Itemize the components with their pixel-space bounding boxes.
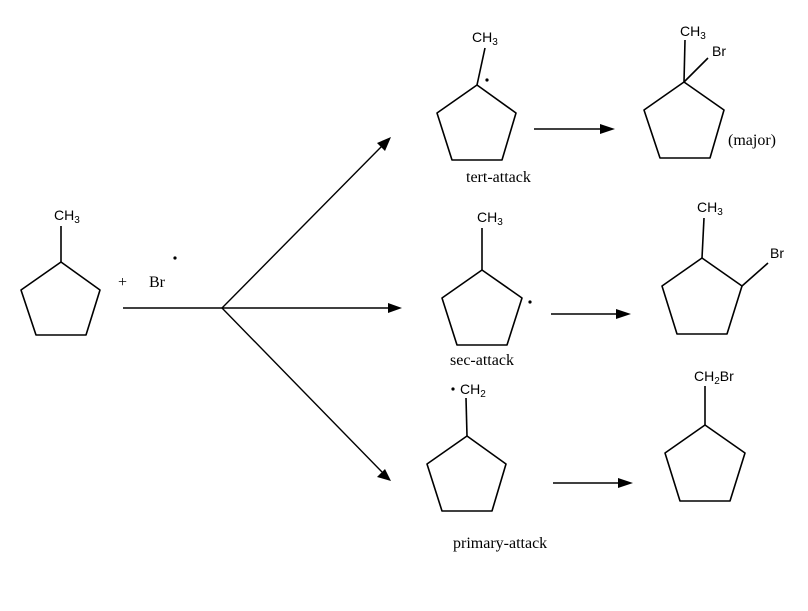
arrow-to-tert-line <box>221 145 383 309</box>
bromine-radical-label: Br <box>149 274 166 291</box>
primary-product: CH2Br <box>664 368 746 502</box>
tert-product-br-label: Br <box>712 43 726 59</box>
branching-arrows <box>123 137 402 481</box>
tert-product-methyl-bond <box>683 39 686 83</box>
tert-radical-methyl-label: CH3 <box>472 29 498 48</box>
primary-product-ch2br-label: CH2Br <box>694 368 734 387</box>
arrow-to-primary-line <box>221 307 383 473</box>
tert-radical-methyl-bond <box>476 47 486 86</box>
tert-radical-ring <box>436 84 517 161</box>
sec-radical-ring <box>441 269 523 346</box>
sec-attack-caption: sec-attack <box>450 352 514 369</box>
tert-product-methyl-label: CH3 <box>680 23 706 42</box>
primary-product-ring <box>664 424 746 502</box>
sec-product-methyl-label: CH3 <box>697 199 723 218</box>
primary-radical-ch2-bond <box>465 397 468 437</box>
tert-product: CH3 Br <box>643 23 726 159</box>
sec-product-arrow-head <box>616 309 631 319</box>
reactant-methylcyclopentane: CH3 <box>20 207 101 336</box>
sec-product-methyl-bond <box>701 217 705 259</box>
primary-attack-caption: primary-attack <box>453 535 547 552</box>
tert-product-arrow-head <box>600 124 615 134</box>
reactant-methyl-label: CH3 <box>54 207 80 226</box>
primary-product-arrow-head <box>618 478 633 488</box>
primary-radical-ring <box>426 435 507 512</box>
tert-product-br-bond <box>683 57 709 83</box>
arrow-to-sec-head <box>388 303 402 313</box>
major-product-note: (major) <box>728 132 776 149</box>
tert-radical: CH3 <box>436 29 517 161</box>
primary-radical-dot <box>451 387 455 391</box>
tert-attack-caption: tert-attack <box>466 169 531 186</box>
bromine-radical-dot <box>173 256 177 260</box>
arrow-to-primary-head <box>377 469 391 481</box>
sec-radical: CH3 <box>441 209 532 346</box>
tert-radical-dot <box>485 78 489 82</box>
primary-radical-ch2-label: CH2 <box>460 381 486 400</box>
arrow-to-tert-head <box>377 137 391 151</box>
primary-radical: CH2 <box>426 381 507 512</box>
sec-product-br-bond <box>741 262 769 287</box>
sec-product: CH3 Br <box>661 199 784 335</box>
reactant-ring <box>20 261 101 336</box>
sec-radical-dot <box>528 300 532 304</box>
plus-sign: + <box>118 274 127 291</box>
sec-product-ring <box>661 257 743 335</box>
sec-radical-methyl-label: CH3 <box>477 209 503 228</box>
tert-product-ring <box>643 81 725 159</box>
sec-product-br-label: Br <box>770 245 784 261</box>
